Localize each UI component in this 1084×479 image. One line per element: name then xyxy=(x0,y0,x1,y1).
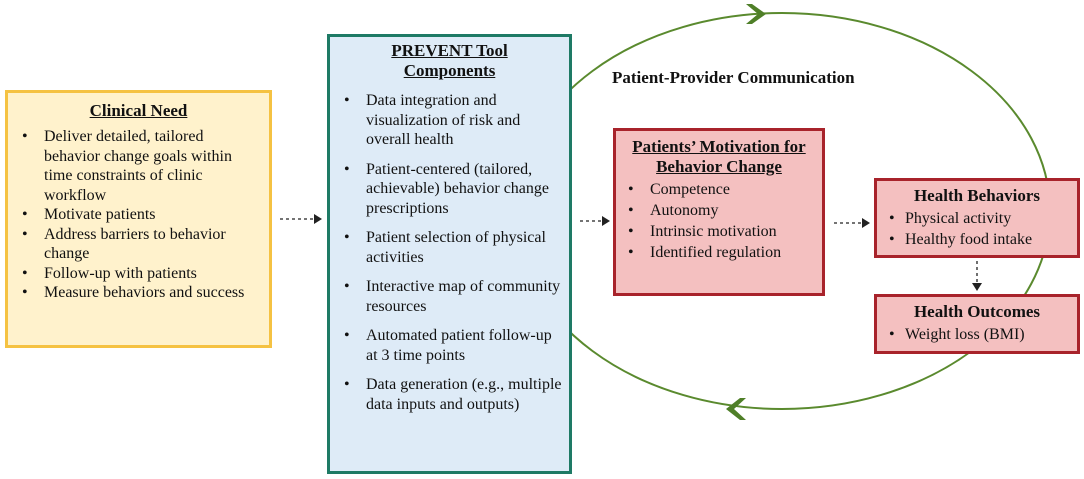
list-item: Intrinsic motivation xyxy=(620,221,818,242)
cycle-chevron-bottom-icon xyxy=(726,398,746,420)
prevent-tool-box: PREVENT Tool Components Data integration… xyxy=(327,34,572,474)
health-outcomes-title: Health Outcomes xyxy=(913,302,1041,321)
list-item: Motivate patients xyxy=(14,205,263,225)
list-item: Automated patient follow-up at 3 time po… xyxy=(336,326,563,365)
prevent-tool-list: Data integration and visualization of ri… xyxy=(336,91,563,414)
list-item: Address barriers to behavior change xyxy=(14,225,263,264)
motivation-title-line1: Patients’ Motivation for xyxy=(632,137,806,156)
list-item: Healthy food intake xyxy=(881,229,1073,250)
health-outcomes-box: Health Outcomes Weight loss (BMI) xyxy=(874,294,1080,354)
clinical-need-title: Clinical Need xyxy=(89,101,188,120)
prevent-tool-title-line2: Components xyxy=(403,61,496,80)
arrowhead-icon xyxy=(314,214,322,224)
clinical-need-list: Deliver detailed, tailored behavior chan… xyxy=(14,127,263,303)
health-behaviors-title: Health Behaviors xyxy=(913,186,1041,205)
motivation-box: Patients’ Motivation for Behavior Change… xyxy=(613,128,825,296)
motivation-title-line2: Behavior Change xyxy=(656,157,782,176)
cycle-chevron-top-icon xyxy=(746,4,766,24)
arrowhead-icon xyxy=(862,218,870,228)
health-outcomes-list: Weight loss (BMI) xyxy=(881,324,1073,345)
health-behaviors-box: Health Behaviors Physical activity Healt… xyxy=(874,178,1080,258)
list-item: Deliver detailed, tailored behavior chan… xyxy=(14,127,263,205)
list-item: Interactive map of community resources xyxy=(336,277,563,316)
list-item: Weight loss (BMI) xyxy=(881,324,1073,345)
arrowhead-icon xyxy=(972,283,982,291)
list-item: Follow-up with patients xyxy=(14,264,263,284)
health-behaviors-list: Physical activity Healthy food intake xyxy=(881,208,1073,250)
arrowhead-icon xyxy=(602,216,610,226)
list-item: Autonomy xyxy=(620,200,818,221)
list-item: Data generation (e.g., multiple data inp… xyxy=(336,375,563,414)
motivation-list: Competence Autonomy Intrinsic motivation… xyxy=(620,179,818,263)
list-item: Physical activity xyxy=(881,208,1073,229)
list-item: Data integration and visualization of ri… xyxy=(336,91,563,150)
list-item: Competence xyxy=(620,179,818,200)
communication-label: Patient-Provider Communication xyxy=(612,68,855,87)
list-item: Measure behaviors and success xyxy=(14,283,263,303)
list-item: Identified regulation xyxy=(620,242,818,263)
list-item: Patient-centered (tailored, achievable) … xyxy=(336,160,563,219)
prevent-tool-title-line1: PREVENT Tool xyxy=(391,41,508,60)
clinical-need-box: Clinical Need Deliver detailed, tailored… xyxy=(5,90,272,348)
list-item: Patient selection of physical activities xyxy=(336,228,563,267)
